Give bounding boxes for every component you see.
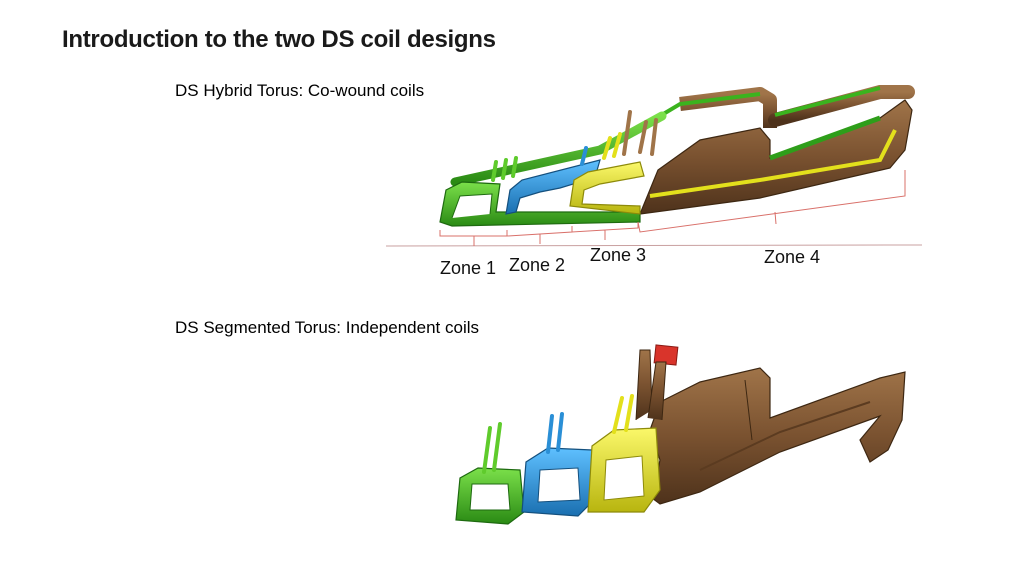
hybrid-torus-label: DS Hybrid Torus: Co-wound coils xyxy=(175,81,425,100)
zone2-label: Zone 2 xyxy=(509,255,565,275)
hybrid-zone1-coil xyxy=(439,181,641,227)
zone4-bracket xyxy=(637,170,906,233)
zone3-label: Zone 3 xyxy=(590,245,646,265)
zone-brackets xyxy=(385,170,923,247)
hybrid-zone3-coil xyxy=(569,161,645,215)
page-title: Introduction to the two DS coil designs xyxy=(62,26,496,53)
hybrid-coil-assembly xyxy=(439,85,915,227)
segmented-zone4-coil xyxy=(649,367,906,505)
zone2-bracket xyxy=(506,226,573,244)
zone1-bracket xyxy=(439,230,508,246)
segmented-torus-label: DS Segmented Torus: Independent coils xyxy=(175,318,479,337)
zone1-label: Zone 1 xyxy=(440,258,496,278)
segmented-coil-assembly xyxy=(455,344,906,525)
zone3-bracket xyxy=(571,222,639,240)
zone4-label: Zone 4 xyxy=(764,247,820,267)
hybrid-axis-line xyxy=(385,244,923,247)
